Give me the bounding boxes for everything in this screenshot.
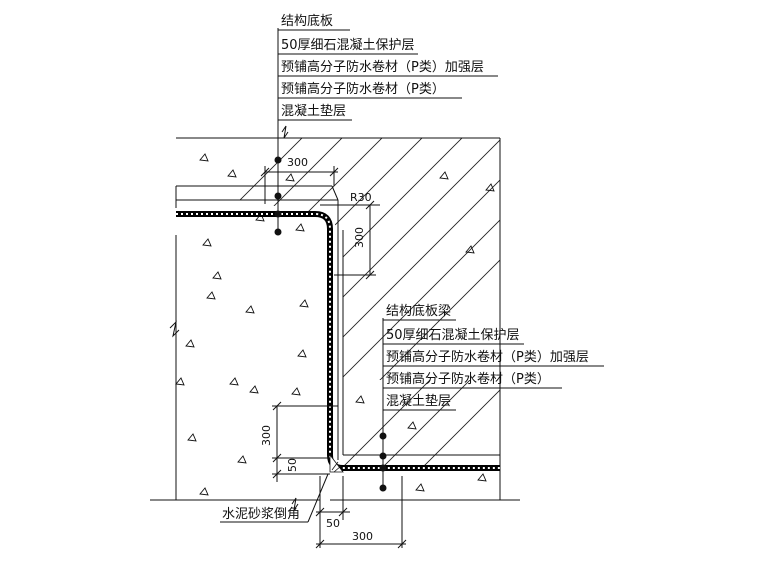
- dim-top-300: 300: [287, 156, 308, 169]
- dim-radius: R30: [350, 191, 372, 204]
- dim-bottom-50: 50: [326, 517, 340, 530]
- dim-vertical-300-top: 300: [353, 227, 366, 248]
- fillet-label: 水泥砂浆倒角: [222, 507, 300, 522]
- top-callout-item: 50厚细石混凝土保护层: [281, 37, 415, 53]
- mortar-fillet: [329, 453, 344, 473]
- dimension-lines: [220, 166, 407, 549]
- outline: [150, 125, 520, 501]
- dim-vertical-50: 50: [286, 458, 299, 472]
- top-callout-labels: 结构底板 50厚细石混凝土保护层 预铺高分子防水卷材（P类）加强层 预铺高分子防…: [281, 13, 484, 119]
- dim-bottom-300: 300: [352, 530, 373, 543]
- right-callout-labels: 结构底板梁 50厚细石混凝土保护层 预铺高分子防水卷材（P类）加强层 预铺高分子…: [386, 303, 589, 409]
- top-callout-item: 结构底板: [281, 13, 333, 29]
- right-callout-item: 混凝土垫层: [386, 393, 451, 409]
- top-callout-item: 预铺高分子防水卷材（P类）加强层: [281, 59, 484, 75]
- beam-hatch: [343, 380, 500, 465]
- right-callout-leader: [379, 318, 604, 492]
- top-callout-item: 混凝土垫层: [281, 103, 346, 119]
- dim-vertical-300-bottom: 300: [260, 425, 273, 446]
- top-callout-leader: [274, 28, 498, 236]
- right-callout-item: 50厚细石混凝土保护层: [386, 327, 520, 343]
- top-callout-item: 预铺高分子防水卷材（P类）: [281, 81, 445, 97]
- right-callout-item: 预铺高分子防水卷材（P类）: [386, 371, 550, 387]
- dimension-labels: 300 R30 300 300 50 50 300 水泥砂浆倒角: [222, 156, 373, 543]
- right-callout-item: 预铺高分子防水卷材（P类）加强层: [386, 349, 589, 365]
- right-callout-item: 结构底板梁: [386, 303, 451, 319]
